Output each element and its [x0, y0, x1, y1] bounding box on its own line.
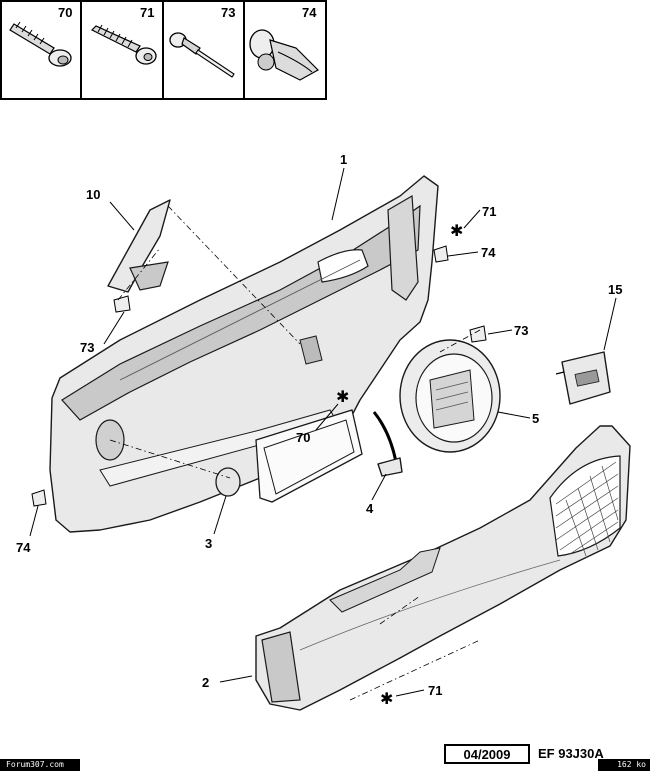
clip-74-right-icon [433, 245, 449, 263]
lower-door-trim-panel [255, 425, 631, 711]
watermark-right: 162 ko [598, 759, 650, 771]
speaker-ring-5 [399, 339, 501, 453]
fastener-ref-70: 70 [58, 5, 72, 20]
clip-73-left-icon [113, 295, 131, 313]
screw-marker-71-top-icon: ✱ [450, 221, 463, 240]
flange-screw-icon [9, 21, 72, 67]
callout-71-bottom: 71 [428, 683, 442, 698]
trim-strip-4 [372, 411, 403, 477]
callout-4: 4 [366, 501, 374, 516]
callout-10: 10 [86, 187, 100, 202]
upper-door-trim-panel [49, 175, 439, 533]
fastener-cell-73: 73 [169, 5, 235, 78]
round-plug-3 [215, 467, 241, 497]
svg-text:✱: ✱ [336, 387, 349, 406]
callout-2: 2 [202, 675, 209, 690]
fastener-ref-73: 73 [221, 5, 235, 20]
callout-71-top: 71 [482, 204, 496, 219]
callout-74-right: 74 [481, 245, 496, 260]
footer-reference-code: EF 93J30A [538, 746, 604, 761]
screw-marker-70-icon: ✱ [336, 387, 349, 406]
fastener-ref-74: 74 [302, 5, 317, 20]
fastener-ref-71: 71 [140, 5, 154, 20]
callout-1: 1 [340, 152, 347, 167]
callout-5: 5 [532, 411, 539, 426]
callout-70: 70 [296, 430, 310, 445]
callout-3: 3 [205, 536, 212, 551]
handle-bracket-10 [107, 199, 171, 293]
fastener-table: 70 71 73 [0, 0, 327, 100]
fastener-cell-71: 71 [90, 5, 157, 65]
rivet-pin-icon [169, 32, 235, 78]
assembly-lines [109, 205, 481, 701]
clip-73-right-icon [469, 325, 487, 343]
footer-date: 04/2009 [444, 744, 530, 764]
callout-labels: 1 10 71 74 73 15 73 5 70 4 3 74 2 71 [16, 152, 622, 698]
screw-marker-71-bottom-icon: ✱ [380, 689, 393, 708]
leader-lines [29, 167, 617, 697]
speaker-badge-15 [555, 351, 611, 405]
svg-text:✱: ✱ [380, 689, 393, 708]
push-clip-icon [249, 29, 319, 81]
callout-73-right: 73 [514, 323, 528, 338]
watermark-left: Forum307.com [0, 759, 80, 771]
callout-15: 15 [608, 282, 622, 297]
callout-73-left: 73 [80, 340, 94, 355]
door-pocket-frame [255, 409, 363, 503]
self-tapping-screw-icon [90, 24, 157, 65]
callout-74-left: 74 [16, 540, 31, 555]
fastener-cell-70: 70 [9, 5, 72, 67]
fastener-cell-74: 74 [249, 5, 319, 81]
clip-74-left-icon [31, 489, 47, 507]
svg-text:✱: ✱ [450, 221, 463, 240]
